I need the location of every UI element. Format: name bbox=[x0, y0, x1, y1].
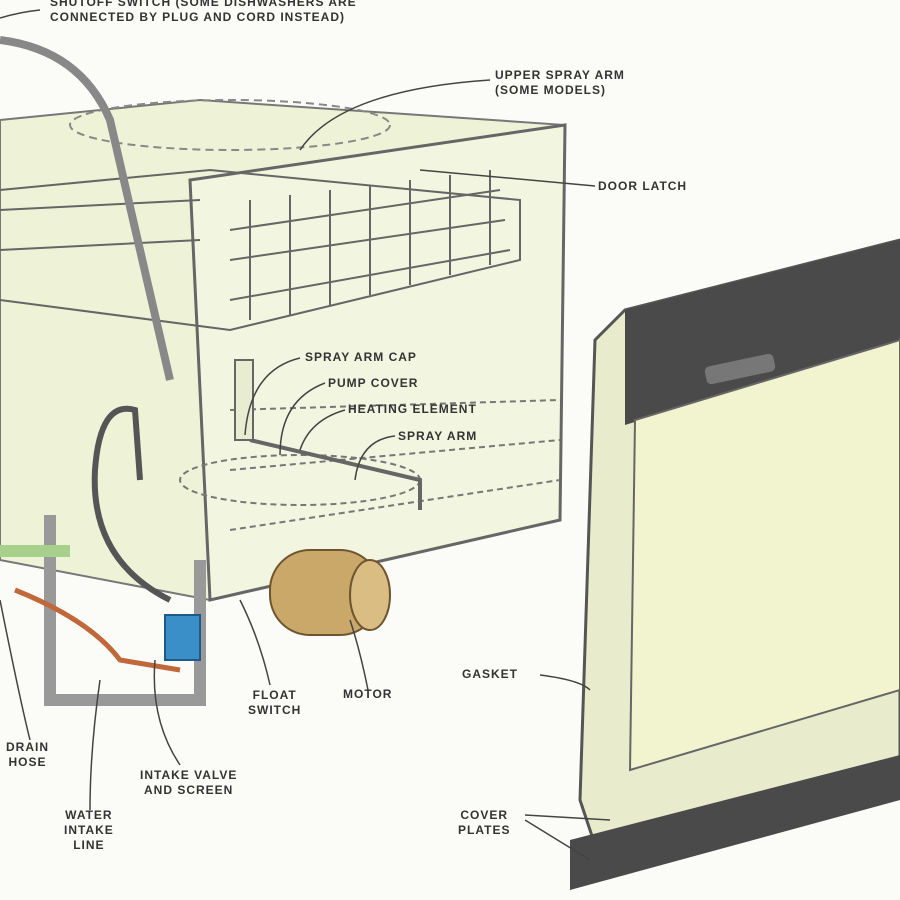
label-cover-plates: COVER PLATES bbox=[458, 808, 510, 838]
label-drain-hose: DRAIN HOSE bbox=[6, 740, 49, 770]
upper-rack bbox=[0, 168, 521, 332]
upper-spray-arm bbox=[69, 99, 391, 151]
label-spray-arm-cap: SPRAY ARM CAP bbox=[305, 350, 417, 364]
spray-arm-shape bbox=[249, 438, 422, 510]
label-line: PLATES bbox=[458, 823, 511, 837]
drain-hose-shape bbox=[91, 405, 172, 603]
door-panel bbox=[628, 338, 900, 772]
label-line: DRAIN bbox=[6, 740, 49, 754]
water-intake-line bbox=[14, 587, 181, 673]
label-line: INTAKE bbox=[64, 823, 114, 837]
label-upper-spray-arm: UPPER SPRAY ARM (SOME MODELS) bbox=[495, 68, 625, 98]
label-line: FLOAT bbox=[252, 688, 297, 702]
label-line: LINE bbox=[73, 838, 105, 852]
label-door-latch: DOOR LATCH bbox=[598, 179, 688, 193]
label-gasket: GASKET bbox=[462, 667, 519, 681]
tub-front-frame bbox=[188, 123, 567, 602]
green-strip bbox=[0, 545, 70, 557]
supply-hose bbox=[0, 36, 174, 381]
label-shutoff-switch: SHUTOFF SWITCH (SOME DISHWASHERS ARE CON… bbox=[50, 0, 357, 25]
label-heating-element: HEATING ELEMENT bbox=[348, 402, 477, 416]
label-motor: MOTOR bbox=[343, 687, 393, 701]
label-line: UPPER SPRAY ARM bbox=[495, 68, 625, 82]
label-water-intake-line: WATER INTAKE LINE bbox=[64, 808, 114, 853]
label-line: (SOME MODELS) bbox=[495, 83, 606, 97]
label-line: CONNECTED BY PLUG AND CORD INSTEAD) bbox=[50, 10, 346, 24]
label-line: COVER bbox=[460, 808, 509, 822]
cover-plate bbox=[570, 755, 900, 890]
control-panel bbox=[625, 240, 900, 425]
label-pump-cover: PUMP COVER bbox=[328, 376, 419, 390]
intake-valve bbox=[164, 614, 201, 661]
label-line: SWITCH bbox=[248, 703, 302, 717]
label-line: INTAKE VALVE bbox=[140, 768, 238, 782]
label-intake-valve: INTAKE VALVE AND SCREEN bbox=[140, 768, 237, 798]
pump bbox=[234, 359, 254, 441]
label-line: WATER bbox=[65, 808, 113, 822]
leader-lines bbox=[0, 9, 611, 861]
label-spray-arm: SPRAY ARM bbox=[398, 429, 478, 443]
label-line: AND SCREEN bbox=[144, 783, 234, 797]
label-line: HOSE bbox=[8, 755, 47, 769]
label-line: SHUTOFF SWITCH (SOME DISHWASHERS ARE bbox=[50, 0, 357, 9]
label-float-switch: FLOAT SWITCH bbox=[248, 688, 301, 718]
